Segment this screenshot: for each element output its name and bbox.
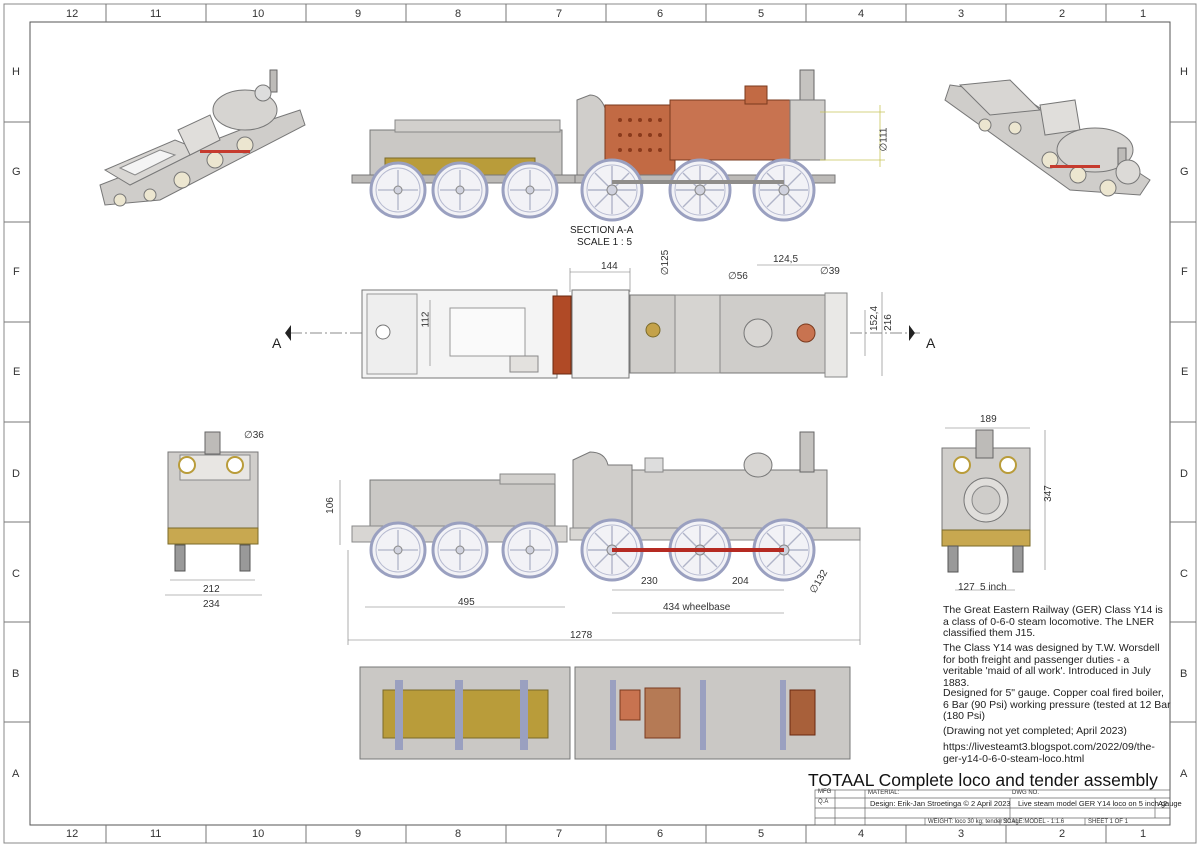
isometric-view-right: [944, 79, 1151, 197]
col-label-5-bottom: 5: [758, 828, 765, 840]
dim-top-125: ∅125: [660, 249, 672, 276]
front-end-view: [941, 429, 1031, 573]
plan-view: [285, 289, 920, 379]
dim-side-1278: 1278: [570, 630, 593, 641]
dim-top-39: ∅39: [820, 266, 840, 277]
dim-side-495: 495: [458, 597, 475, 608]
dim-chimney-dia: ∅111: [878, 127, 890, 152]
col-label-3: 3: [958, 8, 965, 20]
col-label-2-bottom: 2: [1059, 828, 1066, 840]
col-label-9-bottom: 9: [355, 828, 362, 840]
col-label-7-bottom: 7: [556, 828, 563, 840]
dim-front-347: 347: [1042, 485, 1054, 502]
dim-rear-212: 212: [203, 584, 220, 595]
drawing-title: TOTAAL Complete loco and tender assembly: [808, 770, 1158, 790]
row-label-c-right: C: [1180, 568, 1188, 580]
section-scale: SCALE 1 : 5: [577, 237, 633, 248]
row-label-e: E: [13, 366, 21, 378]
row-label-d: D: [12, 468, 20, 480]
row-label-f-right: F: [1181, 266, 1188, 278]
row-label-e-right: E: [1181, 366, 1189, 378]
row-label-h-right: H: [1180, 66, 1188, 78]
section-cut-right: A: [926, 335, 936, 351]
tb-mfg: MFG: [818, 789, 832, 795]
row-label-g-right: G: [1180, 166, 1189, 178]
side-view: [351, 431, 861, 582]
dimension-lines: [165, 264, 1046, 645]
row-label-c: C: [12, 568, 20, 580]
row-label-d-right: D: [1180, 468, 1188, 480]
col-label-11: 11: [150, 8, 162, 20]
dim-side-106: 106: [324, 497, 336, 514]
col-label-8: 8: [455, 8, 462, 20]
description-link[interactable]: https://livesteamt3.blogspot.com/2022/09…: [943, 741, 1155, 765]
row-label-b: B: [12, 668, 20, 680]
section-a-a-view: [351, 69, 885, 222]
row-label-b-right: B: [1180, 668, 1188, 680]
col-label-10: 10: [252, 8, 265, 20]
col-label-1-bottom: 1: [1140, 828, 1147, 840]
col-label-8-bottom: 8: [455, 828, 462, 840]
column-ticks: [4, 4, 1196, 843]
tb-material-label: MATERIAL:: [868, 790, 900, 796]
tb-qa: Q.A: [818, 799, 829, 805]
description-paragraph-2: The Class Y14 was designed by T.W. Worsd…: [943, 642, 1160, 689]
col-label-9: 9: [355, 8, 362, 20]
tb-weight: WEIGHT: loco 30 kg; tender 20 kg: [928, 819, 1019, 825]
dim-rear-234: 234: [203, 599, 220, 610]
dim-top-152: 152,4: [869, 305, 881, 332]
tb-dwg-no-label: DWG NO.: [1012, 790, 1039, 796]
dim-top-124: 124,5: [773, 254, 799, 265]
description-paragraph-3: Designed for 5" gauge. Copper coal fired…: [943, 687, 1171, 722]
col-label-12: 12: [66, 8, 79, 20]
tb-sheet: SHEET 1 OF 1: [1088, 819, 1128, 825]
rear-end-view: [167, 431, 259, 572]
dim-side-230: 230: [641, 576, 658, 587]
dim-top-112: 112: [420, 311, 432, 328]
col-label-12-bottom: 12: [66, 828, 79, 840]
description-paragraph-1: The Great Eastern Railway (GER) Class Y1…: [943, 604, 1163, 639]
col-label-2: 2: [1059, 8, 1066, 20]
col-label-4: 4: [858, 8, 865, 20]
section-title: SECTION A-A: [570, 225, 634, 236]
col-label-5: 5: [758, 8, 765, 20]
underside-view: [359, 666, 851, 760]
dim-top-216: 216: [882, 314, 894, 331]
col-label-3-bottom: 3: [958, 828, 965, 840]
row-label-a: A: [12, 768, 20, 780]
col-label-6: 6: [657, 8, 664, 20]
row-label-h: H: [12, 66, 20, 78]
dim-side-wheelbase: 434 wheelbase: [663, 602, 731, 613]
tb-dwg-description: Live steam model GER Y14 loco on 5 inch …: [1018, 799, 1182, 808]
col-label-1: 1: [1140, 8, 1147, 20]
col-label-10-bottom: 10: [252, 828, 265, 840]
col-label-4-bottom: 4: [858, 828, 865, 840]
tb-size: A2: [1158, 799, 1168, 808]
col-label-6-bottom: 6: [657, 828, 664, 840]
row-label-g: G: [12, 166, 21, 178]
isometric-view-left: [99, 69, 306, 207]
dim-front-gauge: 5 inch: [980, 582, 1007, 593]
description-paragraph-4: (Drawing not yet completed; April 2023): [943, 725, 1127, 737]
row-label-f: F: [13, 266, 20, 278]
dim-front-189: 189: [980, 414, 997, 425]
section-cut-left: A: [272, 335, 282, 351]
tb-design: Design: Erik-Jan Stroetinga © 2 April 20…: [870, 799, 1011, 808]
dim-side-204: 204: [732, 576, 749, 587]
dim-top-56: ∅56: [728, 271, 748, 282]
col-label-7: 7: [556, 8, 563, 20]
row-label-a-right: A: [1180, 768, 1188, 780]
dim-rear-dia: ∅36: [244, 430, 264, 441]
dim-front-127: 127: [958, 582, 975, 593]
tb-scale: SCALE:MODEL - 1:1.6: [1003, 819, 1065, 825]
title-block-frame: [814, 789, 1171, 826]
col-label-11-bottom: 11: [150, 828, 162, 840]
dim-top-144: 144: [601, 261, 618, 272]
